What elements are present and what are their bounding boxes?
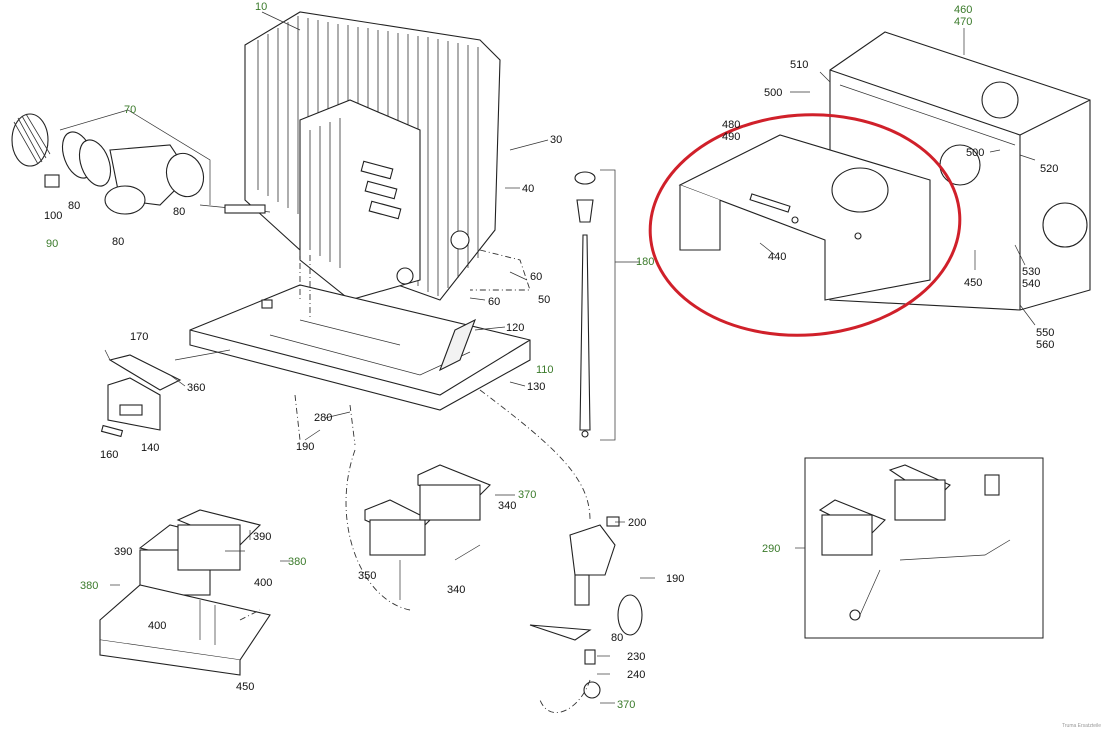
label-200: 200 xyxy=(628,517,646,529)
label-230: 230 xyxy=(627,651,645,663)
label-90: 90 xyxy=(46,238,58,250)
label-30: 30 xyxy=(550,134,562,146)
label-450b: 450 xyxy=(964,277,982,289)
label-80a: 80 xyxy=(68,200,80,212)
label-450a: 450 xyxy=(236,681,254,693)
flue-assembly xyxy=(11,113,271,215)
cover-plate xyxy=(678,134,931,301)
highlight-ellipse xyxy=(648,113,962,337)
label-10: 10 xyxy=(255,1,267,13)
label-140: 140 xyxy=(141,442,159,454)
label-340b: 340 xyxy=(447,584,465,596)
label-380b: 380 xyxy=(288,556,306,568)
label-500b: 500 xyxy=(966,147,984,159)
gas-valve xyxy=(529,516,643,699)
label-130: 130 xyxy=(527,381,545,393)
label-440: 440 xyxy=(768,251,786,263)
label-560: 560 xyxy=(1036,339,1054,351)
label-370a: 370 xyxy=(518,489,536,501)
thermocouple-rod xyxy=(574,169,616,441)
footer-watermark: Truma Ersatzteile xyxy=(1062,723,1101,729)
label-290: 290 xyxy=(762,543,780,555)
burner-group xyxy=(364,464,491,600)
label-110: 110 xyxy=(536,364,554,376)
label-100: 100 xyxy=(44,210,62,222)
label-60b: 60 xyxy=(488,296,500,308)
label-160: 160 xyxy=(100,449,118,461)
label-490: 490 xyxy=(722,131,740,143)
label-390a: 390 xyxy=(114,546,132,558)
label-80d: 80 xyxy=(611,632,623,644)
label-180: 180 xyxy=(636,256,654,268)
inset-detail xyxy=(804,457,1044,639)
label-550: 550 xyxy=(1036,327,1054,339)
label-240: 240 xyxy=(627,669,645,681)
label-390b: 390 xyxy=(253,531,271,543)
label-40: 40 xyxy=(522,183,534,195)
label-480: 480 xyxy=(722,119,740,131)
label-530: 530 xyxy=(1022,266,1040,278)
label-460: 460 xyxy=(954,4,972,16)
base-plate xyxy=(189,284,531,411)
label-80b: 80 xyxy=(112,236,124,248)
label-510: 510 xyxy=(790,59,808,71)
label-120: 120 xyxy=(506,322,524,334)
label-520: 520 xyxy=(1040,163,1058,175)
label-370b: 370 xyxy=(617,699,635,711)
label-500a: 500 xyxy=(764,87,782,99)
label-400b: 400 xyxy=(254,577,272,589)
label-190a: 190 xyxy=(296,441,314,453)
label-170: 170 xyxy=(130,331,148,343)
label-540: 540 xyxy=(1022,278,1040,290)
burner-base xyxy=(99,509,271,676)
part-labels: 10 30 40 60 50 60 120 110 130 70 80 100 … xyxy=(44,1,1058,711)
label-360: 360 xyxy=(187,382,205,394)
label-400a: 400 xyxy=(148,620,166,632)
control-unit xyxy=(100,349,231,438)
label-70: 70 xyxy=(124,104,136,116)
label-350: 350 xyxy=(358,570,376,582)
connection-lines xyxy=(239,249,591,713)
label-380a: 380 xyxy=(80,580,98,592)
label-60a: 60 xyxy=(530,271,542,283)
label-280: 280 xyxy=(314,412,332,424)
heat-exchanger xyxy=(244,11,501,301)
label-340a: 340 xyxy=(498,500,516,512)
label-80c: 80 xyxy=(173,206,185,218)
leader-lines xyxy=(59,11,1036,704)
label-190b: 190 xyxy=(666,573,684,585)
label-50: 50 xyxy=(538,294,550,306)
label-470: 470 xyxy=(954,16,972,28)
